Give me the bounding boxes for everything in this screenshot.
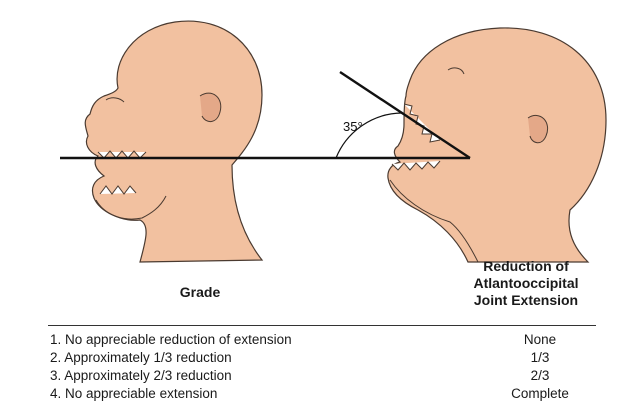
head-neutral-skin — [85, 21, 262, 262]
grade-label: 1. No appreciable reduction of extension — [50, 332, 292, 347]
grade-header: Grade — [150, 284, 250, 300]
grade-label: 4. No appreciable extension — [50, 386, 217, 401]
lower-teeth-neutral — [100, 186, 136, 194]
reduction-header-line-3: Joint Extension — [446, 292, 606, 309]
reduction-value: 2/3 — [490, 368, 590, 383]
head-extended-skin — [388, 28, 606, 262]
reduction-header-line-1: Reduction of — [446, 258, 606, 275]
ear-extended — [528, 115, 548, 142]
grade-label: 2. Approximately 1/3 reduction — [50, 350, 232, 365]
header-divider — [48, 325, 596, 326]
table-row: 1. No appreciable reduction of extension… — [50, 332, 596, 350]
head-extended — [388, 28, 606, 262]
reduction-header: Reduction of Atlantooccipital Joint Exte… — [446, 258, 606, 309]
head-neutral — [85, 21, 262, 262]
reduction-value: Complete — [490, 386, 590, 401]
table-row: 4. No appreciable extension Complete — [50, 386, 596, 404]
table-row: 3. Approximately 2/3 reduction 2/3 — [50, 368, 596, 386]
ear-neutral — [200, 93, 221, 121]
reduction-header-line-2: Atlantooccipital — [446, 275, 606, 292]
grade-label: 3. Approximately 2/3 reduction — [50, 368, 232, 383]
reduction-value: 1/3 — [490, 350, 590, 365]
reduction-value: None — [490, 332, 590, 347]
angle-label: 35° — [343, 119, 363, 134]
table-row: 2. Approximately 1/3 reduction 1/3 — [50, 350, 596, 368]
